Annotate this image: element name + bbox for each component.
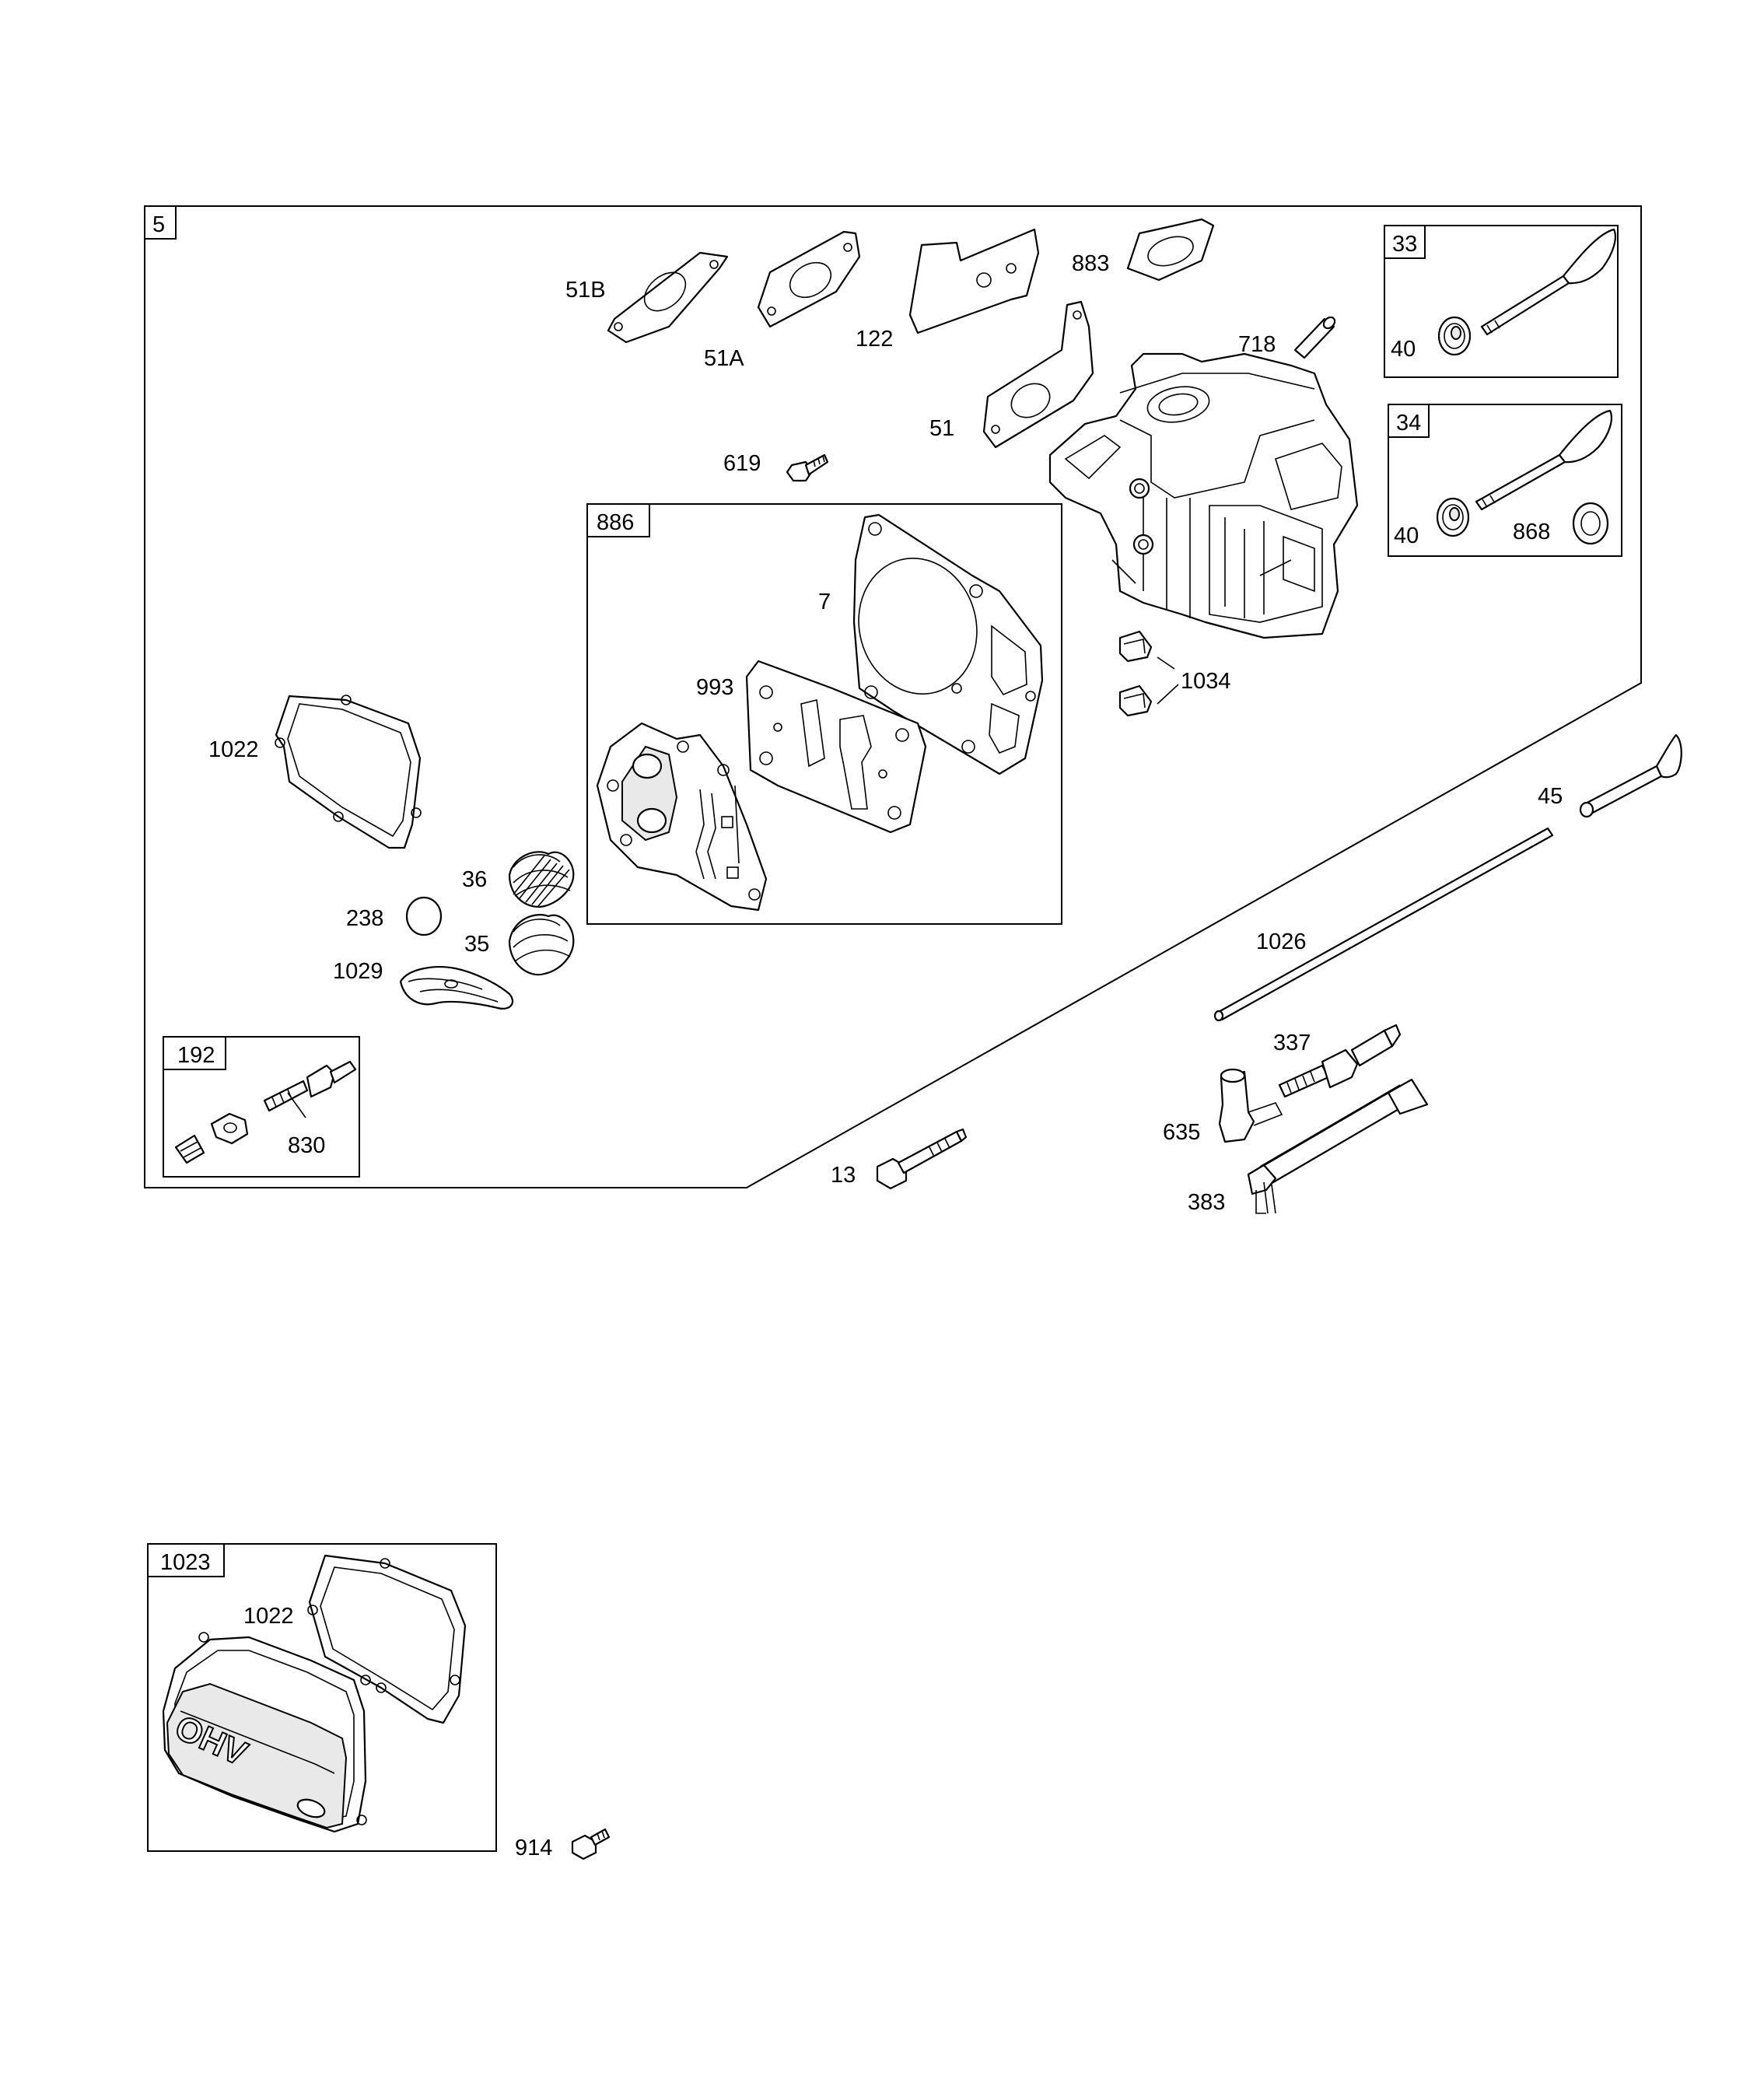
intake-valve-box — [1384, 225, 1619, 378]
valve-spring-cap-40a — [1437, 316, 1472, 356]
head-gasket-7 — [852, 513, 1044, 775]
breather-fitting-830 — [263, 1060, 357, 1112]
callout-868: 868 — [1513, 520, 1550, 544]
exhaust-valve-box-tag — [1388, 404, 1430, 438]
exhaust-valve-box — [1388, 404, 1622, 557]
push-rod-1026 — [1213, 827, 1554, 1022]
intake-valve-label: 33 — [1392, 232, 1417, 257]
gasket-51B — [607, 251, 729, 344]
spark-plug-wrench-383 — [1247, 1078, 1429, 1214]
gasket-883 — [1126, 218, 1215, 282]
gasket-set-box — [586, 503, 1062, 925]
callout-1022-cover: 1022 — [243, 1604, 294, 1629]
callout-1026: 1026 — [1256, 929, 1307, 954]
exhaust-valve-label: 34 — [1396, 411, 1421, 436]
gasket-set-label: 886 — [597, 510, 634, 535]
callout-1034: 1034 — [1181, 669, 1231, 694]
callout-51B: 51B — [565, 278, 606, 303]
callout-993: 993 — [696, 675, 733, 700]
gasket-51A — [757, 230, 861, 328]
callout-238: 238 — [346, 906, 383, 931]
leader-830 — [287, 1092, 306, 1118]
breather-fitting-box — [163, 1036, 360, 1178]
callout-830: 830 — [288, 1133, 325, 1158]
valve-spring-cap-40b — [1436, 497, 1470, 537]
gasket-set-box-tag — [586, 503, 650, 537]
callout-36: 36 — [462, 867, 487, 892]
callout-883: 883 — [1072, 251, 1109, 276]
callout-619: 619 — [723, 451, 761, 476]
callout-122: 122 — [856, 327, 893, 352]
valve-spring-35 — [508, 914, 575, 976]
dowel-pin-718 — [1293, 316, 1336, 359]
intake-valve-box-tag — [1384, 225, 1426, 259]
rocker-cover-box — [147, 1543, 497, 1852]
rocker-cover: OHV — [162, 1632, 371, 1833]
valve-rotator-868 — [1572, 502, 1609, 545]
callout-1029: 1029 — [333, 959, 383, 984]
callout-383: 383 — [1188, 1190, 1225, 1215]
plate-993 — [745, 660, 927, 834]
intake-valve-33 — [1480, 228, 1616, 336]
spark-plug-boot-635 — [1218, 1068, 1283, 1143]
leader-1034 — [1157, 656, 1179, 705]
main-assembly-frame — [144, 205, 1642, 1188]
callout-51: 51 — [929, 416, 954, 441]
callout-13: 13 — [831, 1163, 856, 1188]
callout-51A: 51A — [704, 346, 744, 371]
breather-fitting-label: 192 — [177, 1043, 215, 1068]
main-assembly-box — [144, 205, 177, 240]
callout-45: 45 — [1538, 784, 1563, 809]
valve-45 — [1579, 733, 1682, 818]
breather-fitting-box-tag — [163, 1036, 226, 1070]
callout-337: 337 — [1273, 1031, 1311, 1055]
callout-718: 718 — [1238, 332, 1276, 357]
callout-35: 35 — [464, 932, 489, 957]
rocker-gasket-1022 — [275, 695, 422, 849]
valve-plate — [596, 722, 768, 912]
callout-40-exhaust: 40 — [1394, 523, 1419, 548]
valve-spring-36 — [508, 851, 575, 908]
callout-635: 635 — [1163, 1120, 1200, 1145]
plug-238 — [405, 896, 443, 936]
gasket-51 — [982, 300, 1094, 449]
cylinder-head — [1048, 352, 1359, 639]
spark-plug-337 — [1278, 1024, 1402, 1098]
bolt-13 — [876, 1128, 968, 1190]
callout-914: 914 — [515, 1836, 552, 1860]
rocker-arm-1029 — [399, 966, 514, 1010]
screw-914 — [571, 1828, 611, 1860]
exhaust-valve-34 — [1475, 409, 1612, 511]
screw-619 — [786, 453, 829, 482]
breather-cap — [174, 1134, 205, 1164]
rocker-cover-label: 1023 — [160, 1550, 211, 1575]
rocker-cover-box-tag — [147, 1543, 225, 1577]
retainer-clip-1034b — [1118, 684, 1153, 717]
callout-7: 7 — [818, 590, 831, 614]
callout-40-intake: 40 — [1391, 337, 1416, 362]
breather-nut — [210, 1112, 249, 1145]
callout-1022-main: 1022 — [208, 737, 259, 762]
main-assembly-label: 5 — [152, 212, 165, 237]
retainer-clip-1034a — [1118, 630, 1153, 663]
spacer-122 — [908, 228, 1040, 334]
